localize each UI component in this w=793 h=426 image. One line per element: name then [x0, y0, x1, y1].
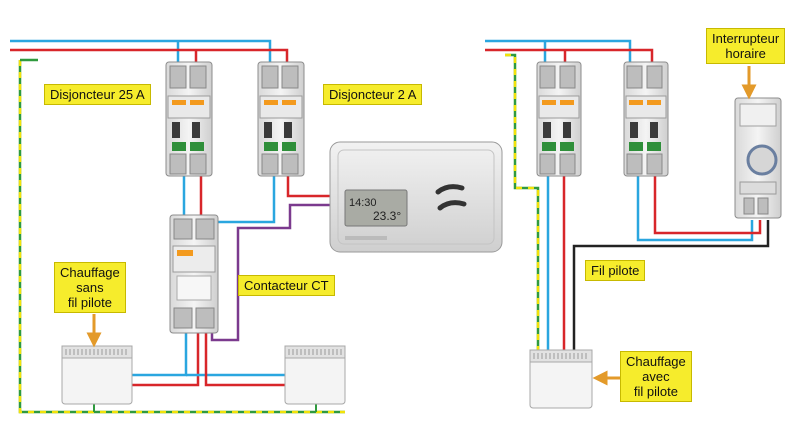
- label-contactor: Contacteur CT: [238, 275, 335, 296]
- heater-left-1: [61, 345, 133, 405]
- breaker-2a-device: [257, 61, 305, 177]
- right-supply-wires: [485, 39, 770, 352]
- thermostat-temperature: 23.3°: [373, 209, 401, 223]
- label-heater-no-pilot-line2: sans: [76, 280, 104, 295]
- thermostat-time: 14:30: [349, 197, 377, 209]
- label-heater-with-pilot-line2: avec: [642, 369, 670, 384]
- right-earth-wire: [505, 53, 540, 352]
- label-breaker-25a-text: Disjoncteur 25 A: [50, 87, 145, 102]
- label-heater-no-pilot: Chauffage sans fil pilote: [54, 262, 126, 313]
- label-breaker-2a-text: Disjoncteur 2 A: [329, 87, 417, 102]
- contactor-device: [169, 214, 219, 334]
- thermostat-device: 14:30 23.3°: [329, 141, 503, 253]
- label-pilot-wire: Fil pilote: [585, 260, 646, 281]
- label-heater-no-pilot-line3: fil pilote: [67, 295, 112, 310]
- label-breaker-2a: Disjoncteur 2 A: [323, 84, 423, 105]
- label-pilot-wire-text: Fil pilote: [591, 263, 640, 278]
- label-heater-with-pilot-line3: fil pilote: [633, 384, 678, 399]
- right-breaker-2-device: [623, 61, 669, 177]
- label-timer-switch-line2: horaire: [725, 46, 766, 61]
- right-breaker-1-device: [536, 61, 582, 177]
- label-arrows: [86, 66, 757, 386]
- heater-left-2: [284, 345, 346, 405]
- label-timer-switch-line1: Interrupteur: [712, 31, 780, 46]
- label-heater-with-pilot: Chauffage avec fil pilote: [620, 351, 692, 402]
- timer-switch-device: [734, 97, 782, 219]
- label-contactor-text: Contacteur CT: [244, 278, 329, 293]
- label-heater-with-pilot-line1: Chauffage: [626, 354, 686, 369]
- label-heater-no-pilot-line1: Chauffage: [60, 265, 120, 280]
- label-breaker-25a: Disjoncteur 25 A: [44, 84, 151, 105]
- heater-right: [529, 349, 593, 409]
- label-timer-switch: Interrupteur horaire: [706, 28, 786, 64]
- breaker-25a-device: [165, 61, 213, 177]
